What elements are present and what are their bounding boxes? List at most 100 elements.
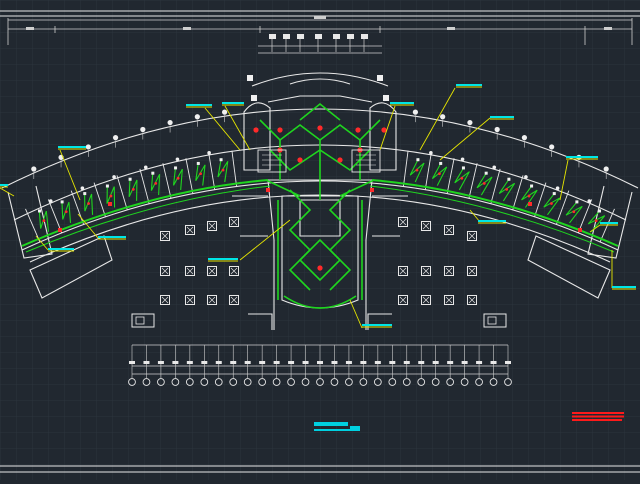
top-marker (315, 34, 322, 39)
bay-unit (530, 184, 534, 188)
note-label (600, 222, 618, 224)
fixture-dot (253, 127, 259, 133)
center-pipe (328, 189, 352, 291)
column-cross (422, 296, 430, 304)
bay-unit (416, 158, 420, 162)
dim-tick (360, 361, 367, 364)
dim-tick (476, 361, 483, 364)
grid-bubble (214, 378, 223, 386)
inner-dot (492, 165, 497, 170)
bay-fixture (572, 210, 576, 214)
bay-wall (208, 154, 216, 190)
arc-column-dot (31, 166, 37, 172)
column-square (160, 266, 170, 276)
column-square (185, 266, 195, 276)
fixture-dot (297, 157, 303, 163)
column-cross (186, 267, 194, 275)
inner-dot (48, 199, 53, 203)
bay-unit (60, 200, 64, 204)
bay-wall (512, 175, 524, 210)
top-dimension-ticks (26, 16, 612, 30)
bay-fixture (42, 219, 46, 223)
arc-column-dot (603, 166, 609, 172)
bay-fixture (505, 187, 509, 191)
fixture-dot (277, 127, 283, 133)
bay-fixture (199, 172, 202, 176)
bay-fixture (482, 182, 486, 185)
bay-wall (468, 163, 478, 199)
bay-fixture (594, 219, 598, 223)
grid-bubble (287, 378, 295, 386)
arc-column-dot (467, 119, 473, 126)
leader-line (204, 107, 241, 151)
grid-bubble (475, 378, 483, 386)
dim-tick (215, 361, 222, 364)
fixture-square (578, 228, 582, 232)
column-cross (186, 296, 194, 304)
note-label (186, 104, 212, 106)
column-square (207, 295, 217, 305)
fixture-dot (317, 265, 323, 271)
bay-wall (577, 199, 593, 233)
wing-bays (21, 150, 619, 253)
core-room (351, 149, 381, 173)
dim-tick (201, 361, 208, 364)
main-pipe-left (21, 179, 269, 247)
dim-tick (259, 361, 266, 364)
bay-unit (83, 192, 87, 196)
leader-line (59, 149, 81, 201)
dim-tick (461, 361, 468, 364)
inner-dot (143, 165, 148, 170)
bay-fixture (176, 176, 180, 180)
leader-line (589, 224, 601, 233)
dim-tick (331, 361, 338, 364)
grid-bubble (402, 378, 411, 386)
inner-dot (587, 199, 592, 203)
center-pipe (283, 295, 357, 309)
column-cross (161, 267, 169, 275)
fixture-square (528, 202, 532, 206)
column-square (467, 295, 477, 305)
column-square (421, 221, 431, 231)
column-square (207, 221, 217, 231)
bay-unit (128, 177, 132, 181)
bay-wall (231, 150, 238, 187)
branch-pipe-right (369, 185, 615, 253)
column-square (421, 266, 431, 276)
bay-wall (424, 154, 432, 190)
grid-bubble (359, 378, 368, 386)
bay-wall (25, 208, 41, 243)
bottom-column-grid (128, 345, 512, 386)
column-square (160, 295, 170, 305)
note-leaders (0, 84, 636, 329)
grid-bubble (157, 378, 165, 386)
dim-tick (230, 361, 237, 364)
grid-bubble (272, 378, 281, 386)
note-label (0, 184, 8, 186)
inner-dot (207, 151, 211, 155)
arc-column-dot (85, 144, 91, 150)
grid-bubble (142, 378, 151, 386)
bay-fixture (221, 168, 225, 172)
bay-wall (490, 168, 501, 204)
grid-bubble (460, 378, 469, 386)
column-cross (468, 296, 476, 304)
top-marker (333, 34, 340, 39)
bay-fixture (87, 202, 90, 205)
bay-unit (484, 171, 488, 175)
dim-tick (157, 361, 164, 364)
leader-line (35, 235, 49, 251)
dim-tick (273, 361, 280, 364)
column-cross (208, 222, 216, 230)
column-square (229, 217, 239, 227)
fixture-dot (337, 157, 343, 163)
bay-wall (599, 208, 615, 243)
top-marker (297, 34, 304, 39)
column-square (229, 266, 239, 276)
drawing-frame (0, 10, 640, 473)
grid-bubble (446, 378, 455, 386)
bay-unit (196, 161, 200, 165)
grid-bubble (171, 378, 180, 386)
bay-wall (446, 158, 455, 194)
arc-column-dot (222, 109, 228, 115)
